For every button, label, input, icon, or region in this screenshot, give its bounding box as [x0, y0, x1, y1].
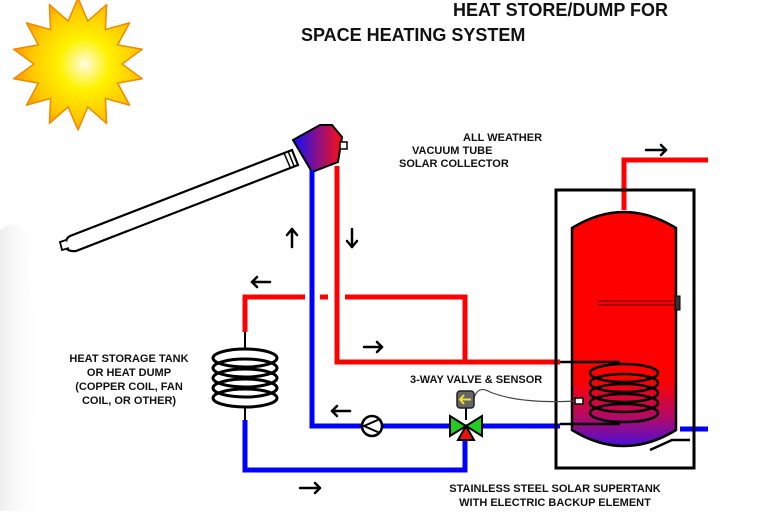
- background-shadow: [0, 224, 44, 511]
- supertank-jacket: [554, 188, 696, 470]
- cold-pipe-from-heat-dump: [242, 420, 468, 473]
- collector-label-line-2: VACUUM TUBE: [412, 145, 493, 157]
- title-line-1: HEAT STORE/DUMP FOR: [453, 0, 669, 20]
- tank-sensor-probe: [574, 397, 584, 405]
- heat-storage-label: HEAT STORAGE TANK OR HEAT DUMP (COPPER C…: [64, 352, 194, 408]
- collector-label-line-1: ALL WEATHER: [463, 132, 543, 144]
- tank-heat-exchanger-coil: [560, 360, 660, 426]
- cold-pipe-to-collector: [309, 170, 450, 429]
- collector-label-line-3: SOLAR COLLECTOR: [399, 158, 509, 170]
- heat-storage-label-line-3: (COPPER COIL, FAN: [75, 381, 183, 393]
- sun-icon: [12, 0, 144, 131]
- hot-pipe-branch: [345, 294, 468, 362]
- heat-storage-label-line-1: HEAT STORAGE TANK: [69, 353, 189, 365]
- circulation-pump[interactable]: [360, 414, 384, 438]
- cold-inlet-diffuser: [649, 438, 690, 452]
- heat-dump-coil: [211, 332, 279, 420]
- heat-storage-label-line-4: COIL, OR OTHER): [81, 395, 177, 407]
- hot-pipe-collector-to-tank: [334, 166, 560, 365]
- vacuum-tube: [58, 148, 300, 253]
- supertank-label: STAINLESS STEEL SOLAR SUPERTANK WITH ELE…: [440, 482, 670, 510]
- sensor-controller[interactable]: [456, 390, 475, 420]
- sensor-arrow-icon: [458, 394, 471, 405]
- electric-backup-element: [597, 295, 681, 311]
- heat-storage-label-line-2: OR HEAT DUMP: [86, 367, 172, 379]
- hot-pipes: [242, 157, 708, 365]
- flow-arrow-right-top-icon: [644, 143, 668, 157]
- sensor-wire: [473, 388, 576, 403]
- flow-arrow-right-mid-icon: [362, 340, 384, 354]
- cold-pipes: [242, 170, 708, 473]
- title-line-2: SPACE HEATING SYSTEM: [301, 25, 526, 45]
- collector-header: [291, 124, 348, 174]
- supertank-label-line-1: STAINLESS STEEL SOLAR SUPERTANK: [449, 483, 661, 495]
- hot-pipe-to-heat-dump: [242, 294, 305, 332]
- flow-arrow-down-icon: [345, 227, 359, 249]
- supertank-label-line-2: WITH ELECTRIC BACKUP ELEMENT: [459, 497, 651, 509]
- valve-sensor-label: 3-WAY VALVE & SENSOR: [410, 374, 543, 386]
- three-way-valve[interactable]: [449, 414, 483, 441]
- flow-arrow-left-bottom-icon: [330, 404, 352, 418]
- flow-arrow-left-top-icon: [250, 275, 272, 289]
- hot-water-out-pipe: [621, 157, 708, 210]
- flow-arrow-up-icon: [285, 227, 299, 249]
- flow-arrow-right-bottom-icon: [298, 481, 322, 495]
